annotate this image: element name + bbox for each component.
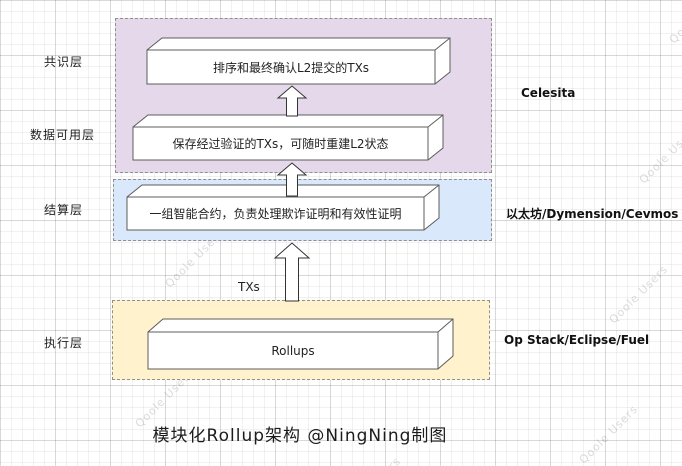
- consensus-box-label: 排序和最终确认L2提交的TXs: [212, 60, 370, 75]
- rollups-box-shape: [148, 319, 454, 370]
- consensus-box-shape: [147, 38, 451, 85]
- settlement-box-shape: [127, 185, 440, 231]
- diagram-title: 模块化Rollup架构 @NingNing制图: [152, 426, 448, 446]
- data-availability-box-shape: [133, 115, 444, 161]
- up-arrow-to-consensus-icon: [276, 86, 308, 116]
- right-label-settlement-chains: 以太坊/Dymension/Cevmos: [506, 207, 679, 221]
- side-label-data-availability: 数据可用层: [30, 128, 96, 142]
- up-arrow-to-settlement-icon: [274, 243, 310, 301]
- right-label-execution-stacks: Op Stack/Eclipse/Fuel: [504, 333, 650, 347]
- settlement-box-label: 一组智能合约，负责处理欺诈证明和有效性证明: [149, 207, 402, 221]
- up-arrow-to-data-availability-icon: [276, 163, 308, 196]
- right-label-celestia: Celesita: [521, 86, 576, 100]
- txs-arrow-label: TXs: [238, 280, 260, 294]
- side-label-execution: 执行层: [44, 336, 84, 350]
- side-label-consensus: 共识层: [44, 55, 84, 69]
- data-availability-box-label: 保存经过验证的TXs，可随时重建L2状态: [172, 137, 389, 151]
- rollups-box-label: Rollups: [271, 343, 315, 358]
- side-label-settlement: 结算层: [44, 203, 84, 217]
